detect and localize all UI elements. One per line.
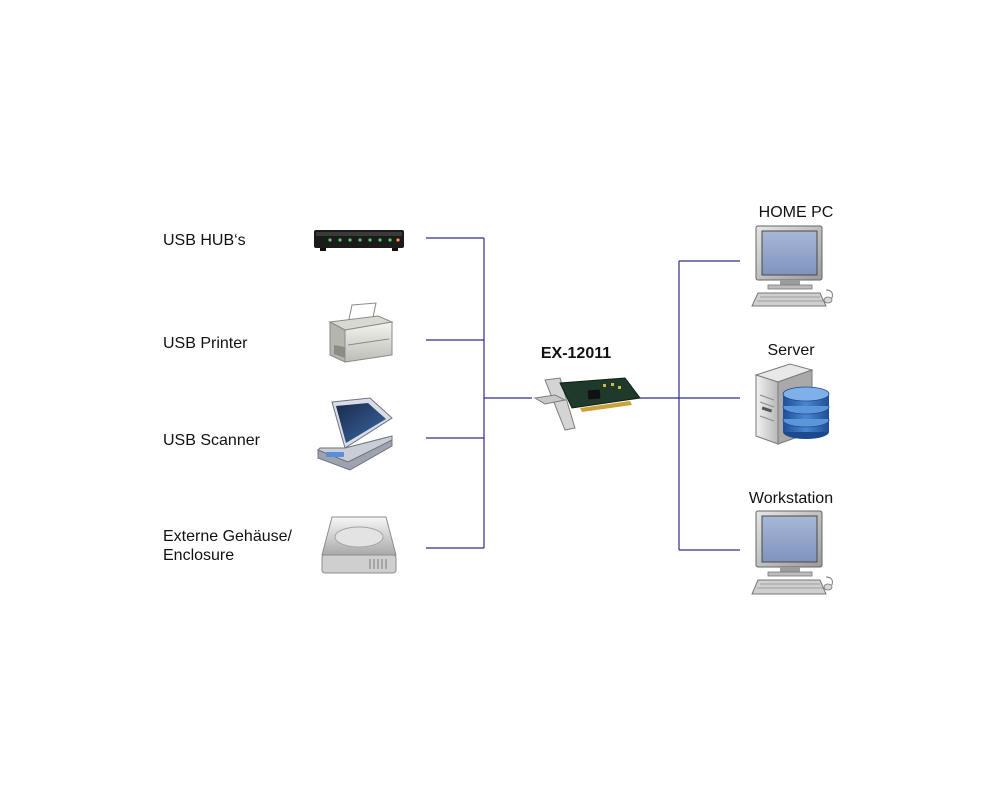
label-usb-printer: USB Printer xyxy=(163,335,248,352)
label-card-model: EX-12011 xyxy=(540,345,612,362)
scanner-icon xyxy=(317,397,393,471)
connector-lines xyxy=(426,237,740,551)
printer-icon xyxy=(328,302,394,363)
desktop-computer-icon xyxy=(751,225,833,307)
label-server: Server xyxy=(767,342,815,359)
server-database-icon xyxy=(754,363,830,445)
workstation-computer-icon xyxy=(751,510,833,595)
label-usb-scanner: USB Scanner xyxy=(163,432,260,449)
label-enclosure-line1: Externe Gehäuse/ xyxy=(163,528,292,545)
label-usb-hub: USB HUB‘s xyxy=(163,232,246,249)
pcie-card-icon xyxy=(533,377,641,431)
hard-drive-enclosure-icon xyxy=(321,516,397,574)
label-workstation: Workstation xyxy=(748,490,834,507)
usb-hub-icon xyxy=(314,230,404,251)
label-enclosure-line2: Enclosure xyxy=(163,547,235,564)
label-home-pc: HOME PC xyxy=(758,204,834,221)
